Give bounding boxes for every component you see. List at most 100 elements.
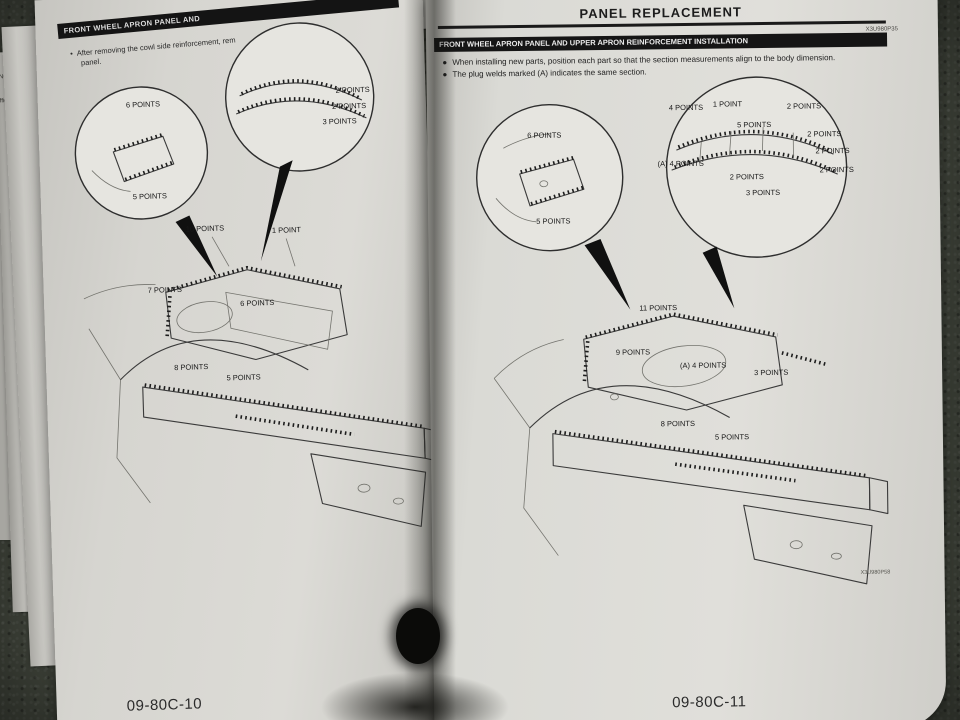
detail-circle-right: 4 POINTS 1 POINT 5 POINTS 2 POINTS 2 POI… [658,76,854,258]
leader-line [211,236,230,267]
magnifier-circle [476,103,624,252]
weld-seam [585,312,779,339]
detail-circle-left: 6 POINTS 5 POINTS [74,86,209,220]
section-code: X3U980P35 [865,26,898,33]
detail-line [91,170,131,192]
weld-count-label: 5 POINTS [226,372,260,382]
page-number-left: 09-80C-10 [126,695,203,715]
weld-count-label: 11 POINTS [639,303,677,312]
weld-seam [167,265,343,292]
magnifier-pointer [175,215,218,277]
weld-count-label: 4 POINTS [669,103,703,112]
detail-circle-left: 6 POINTS 5 POINTS [476,103,624,252]
panel-outline [519,158,585,207]
weld-count-label: 2 POINTS [815,146,849,155]
panel-hole [789,540,803,550]
magnifier-pointer [584,239,631,310]
main-figure: 11 POINTS 9 POINTS (A) 4 POINTS 3 POINTS… [493,303,889,585]
magnifier-circle [665,76,848,258]
magnifier-circle [225,22,375,172]
body-context-line [88,328,151,504]
panel-hole [393,497,404,505]
weld-seam [144,383,423,429]
section-bar-label: FRONT WHEEL APRON PANEL AND UPPER APRON … [439,36,749,49]
weld-count-label: 8 POINTS [661,419,695,428]
weld-count-label: 2 POINTS [335,85,369,95]
weld-count-label: 5 POINTS [715,432,749,441]
panel-hole [610,393,619,401]
installation-figure: 6 POINTS 5 POINTS 4 POINTS 1 POINT 5 POI… [476,76,891,585]
weld-count-label: 6 POINTS [527,131,561,140]
weld-count-label: 2 POINTS [332,101,366,111]
weld-count-label: (A) 4 POINTS [680,361,726,371]
frame-rail-outline [552,433,871,511]
weld-count-label: 8 POINTS [174,362,208,372]
removal-figure: 6 POINTS 5 POINTS 2 POINTS 2 POINTS 3 PO… [74,22,442,527]
weld-count-label: 1 POINT [713,99,743,108]
panel-outline [112,135,175,183]
weld-count-label: 2 POINTS [730,172,764,181]
apron-panel-outline [583,315,783,411]
rail-end-cap [868,477,889,515]
page-title: PANEL REPLACEMENT [579,4,743,22]
weld-count-label: 7 POINTS [148,285,182,295]
body-context-line [83,284,156,300]
figure-code: X3U980P58 [861,570,891,576]
weld-seam [113,132,165,152]
magnifier-circle [74,86,209,220]
magnifier-pointer [702,246,735,309]
weld-seam [781,351,827,367]
weld-count-label: 5 POINTS [737,120,771,129]
magnifier-pointer [260,160,293,262]
body-context-line [493,339,564,379]
leader-line [285,238,296,267]
weld-count-label: 2 POINTS [807,129,841,138]
weld-count-label: (A) 4 POINTS [658,159,704,169]
binder-hole [396,608,440,664]
left-section-bar-label: FRONT WHEEL APRON PANEL AND [63,13,201,36]
weld-seam [582,341,590,384]
apron-panel-outline [165,269,348,361]
weld-count-label: 5 POINTS [536,216,570,225]
detail-line [503,133,552,149]
wheel-arch-line [120,339,309,381]
weld-seam [673,149,836,173]
weld-count-label: 5 POINTS [133,191,167,201]
panel-hole [539,180,549,188]
weld-count-label: 6 POINTS [240,298,274,308]
panel-outline [676,134,834,155]
section-bar: FRONT WHEEL APRON PANEL AND UPPER APRON … [434,32,888,53]
weld-count-label: 9 POINTS [616,347,650,356]
detail-line [495,198,537,223]
right-page[interactable]: PANEL REPLACEMENT FRONT WHEEL APRON PANE… [425,0,947,720]
main-figure: 10 POINTS 1 POINT 7 POINTS 6 POINTS 8 PO… [83,223,442,527]
weld-count-label: 3 POINTS [746,188,780,197]
weld-count-label: 2 POINTS [820,165,854,174]
bullet-icon: • [69,49,74,59]
panel-hole [830,552,842,560]
weld-seam [677,129,833,153]
weld-count-label: 3 POINTS [322,116,356,126]
weld-seam [237,97,366,118]
detail-line [699,127,794,164]
left-page[interactable]: FRONT WHEEL APRON PANEL AND •After remov… [34,0,446,720]
weld-count-label: 6 POINTS [126,99,160,109]
weld-count-label: 2 POINTS [787,101,821,110]
weld-count-label: 1 POINT [272,225,302,235]
weld-seam [235,414,355,437]
weld-count-label: 3 POINTS [754,368,788,377]
panel-outline [235,100,367,119]
weld-seam [674,462,796,483]
weld-count-label: 10 POINTS [186,223,225,233]
page-number-right: 09-80C-11 [672,693,747,712]
wheel-arch-line [529,385,730,429]
panel-hole [641,345,727,388]
body-context-line [493,378,559,556]
weld-seam [165,296,172,337]
inner-panel-outline [225,291,333,350]
panel-hole [357,483,371,493]
panel-hole [176,301,233,334]
panel-outline [671,154,838,175]
lower-panel-outline [743,504,873,585]
